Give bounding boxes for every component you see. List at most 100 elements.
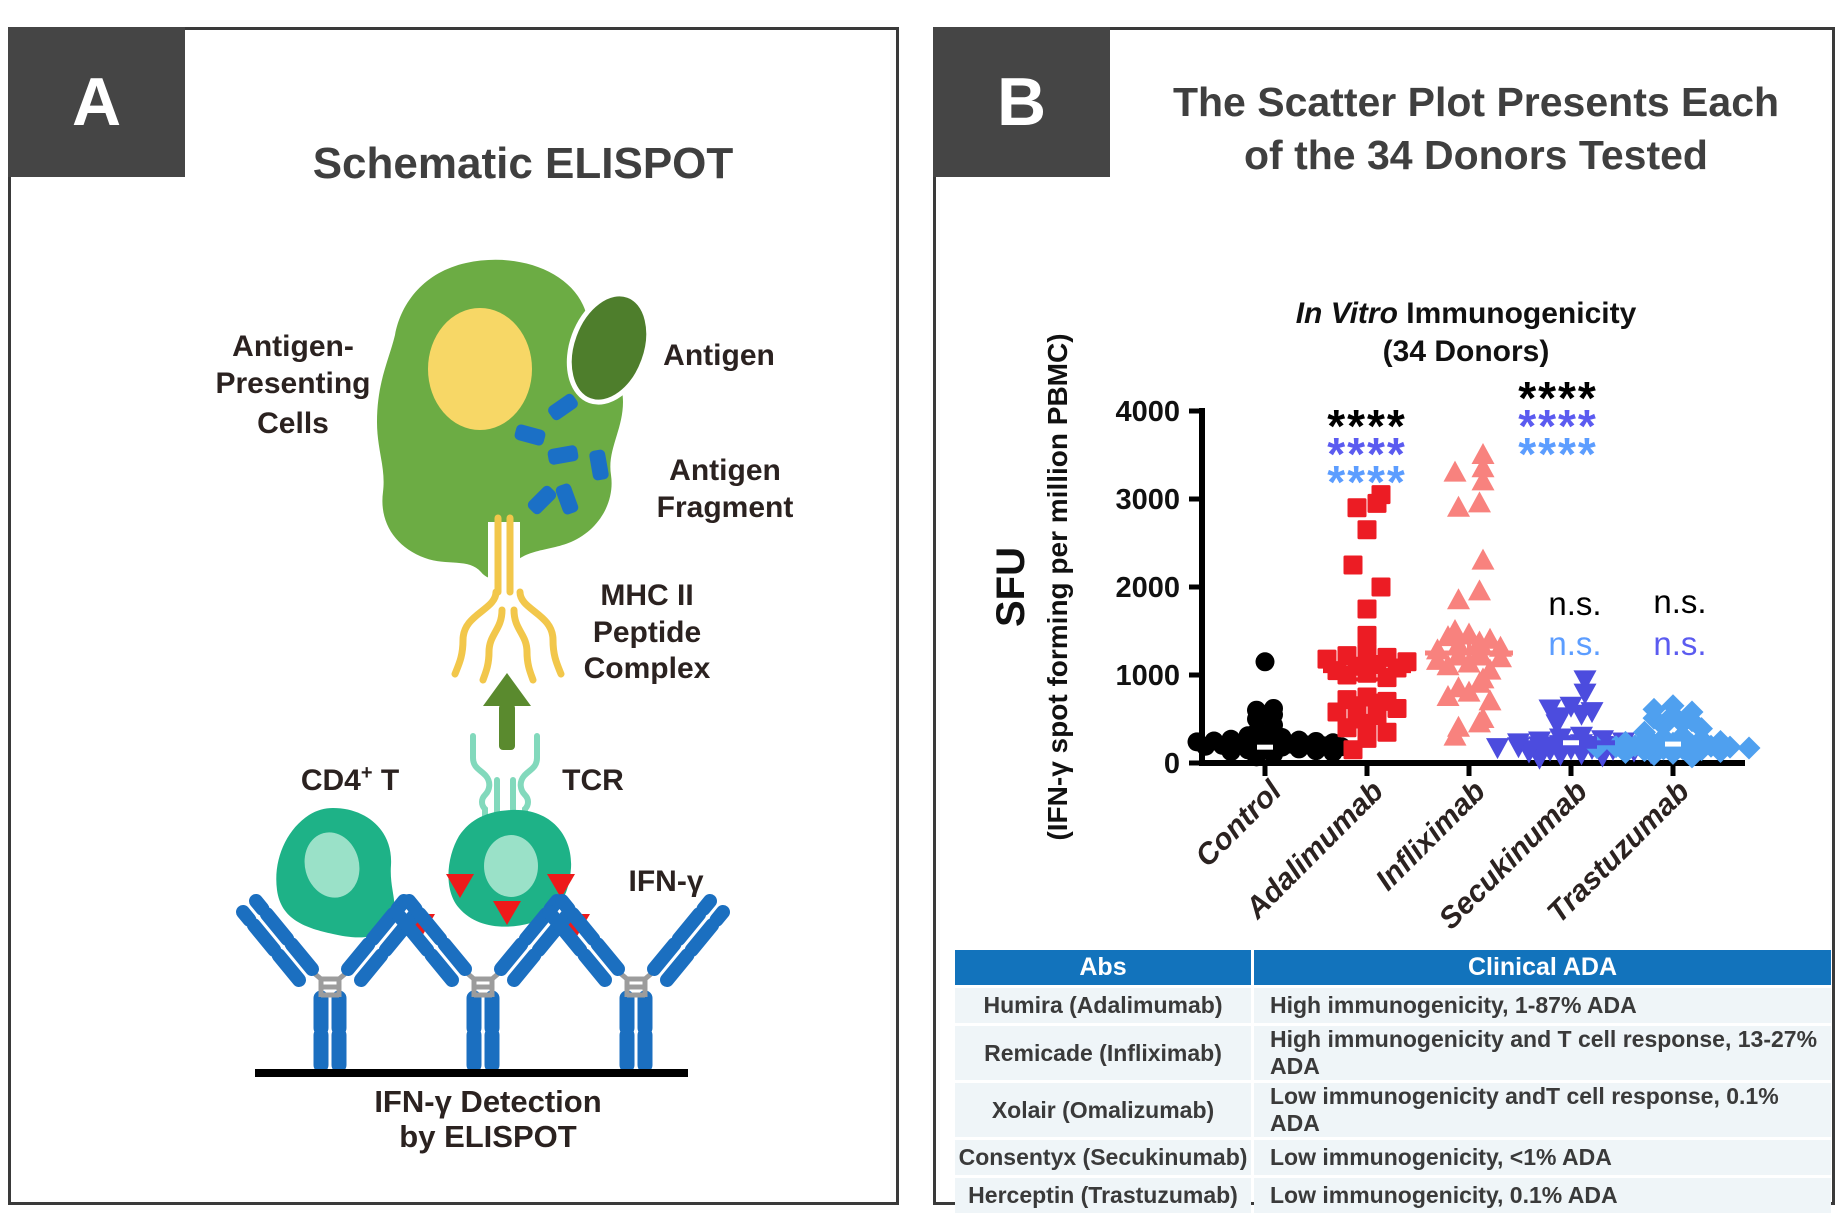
- scatter-point: [1642, 697, 1666, 721]
- scatter-point: [1317, 649, 1337, 669]
- cd4-t-cell-left-nucleus: [304, 832, 360, 898]
- significance-annotation: n.s.: [1548, 585, 1601, 622]
- scatter-point: [1357, 520, 1377, 540]
- ada-table-cell: Low immunogenicity, <1% ADA: [1254, 1140, 1831, 1175]
- scatter-point: [1471, 707, 1495, 728]
- elispot-membrane-line: [255, 1069, 688, 1077]
- mhc-ii-complex-shape: [451, 514, 565, 684]
- scatter-point: [1371, 577, 1391, 597]
- mhc-label-line3: Complex: [584, 652, 711, 685]
- scatter-point: [1371, 485, 1391, 505]
- scatter-point: [1187, 732, 1207, 752]
- scatter-point: [1357, 728, 1377, 748]
- ada-table-header-cell: Clinical ADA: [1254, 950, 1831, 985]
- scatter-point: [1478, 658, 1502, 680]
- scatter-point: [1573, 670, 1597, 692]
- ada-table-row: Remicade (Infliximab)High immunogenicity…: [955, 1026, 1831, 1080]
- panel-b: B The Scatter Plot Presents Each of the …: [933, 27, 1835, 1213]
- scatter-point: [1471, 443, 1495, 464]
- y-tick-label: 0: [1164, 748, 1180, 780]
- scatter-point: [1661, 694, 1685, 718]
- scatter-point: [1471, 456, 1495, 478]
- presentation-arrow: [483, 673, 531, 750]
- scatter-point: [1306, 731, 1326, 751]
- ada-table-row: Herceptin (Trastuzumab)Low immunogenicit…: [955, 1178, 1831, 1213]
- antigen-fragment-label-line2: Fragment: [657, 491, 794, 524]
- significance-annotation: ****: [1518, 428, 1598, 480]
- scatter-point: [1247, 700, 1266, 720]
- scatter-point: [1443, 460, 1467, 482]
- scatter-point: [1471, 469, 1495, 491]
- scatter-point: [1507, 733, 1530, 755]
- scatter-plot: The Scatter Plot Presents Each of the 34…: [989, 79, 1779, 936]
- scatter-point: [1737, 736, 1761, 760]
- y-tick-label: 3000: [1115, 484, 1180, 516]
- scatter-point: [1447, 495, 1470, 517]
- apc-label-line3: Cells: [257, 407, 329, 440]
- scatter-point: [1680, 700, 1704, 724]
- apc-nucleus: [428, 308, 532, 430]
- ada-table-cell: High immunogenicity and T cell response,…: [1254, 1026, 1831, 1080]
- significance-annotation: ****: [1518, 400, 1598, 452]
- panel-b-title-line2: of the 34 Donors Tested: [1244, 132, 1708, 178]
- significance-annotation: ****: [1327, 400, 1407, 452]
- mhc-label-line2: Peptide: [593, 616, 701, 649]
- antigen-fragment-label-line1: Antigen: [669, 454, 781, 487]
- scatter-point: [1559, 696, 1583, 718]
- ada-table-cell: High immunogenicity, 1-87% ADA: [1254, 988, 1831, 1023]
- y-tick-label: 2000: [1115, 572, 1180, 604]
- scatter-point: [1337, 690, 1357, 710]
- scatter-point: [1478, 689, 1502, 711]
- y-tick-label: 1000: [1115, 660, 1180, 692]
- scatter-point: [1357, 643, 1377, 663]
- panel-a: A Schematic ELISPOT: [8, 27, 899, 1205]
- elispot-schematic-diagram: Schematic ELISPOT: [215, 139, 794, 1154]
- scatter-point: [1549, 707, 1572, 729]
- scatter-point: [1468, 491, 1491, 513]
- scatter-point: [1255, 652, 1275, 672]
- panel-a-label: A: [8, 27, 185, 177]
- panel-b-title-line1: The Scatter Plot Presents Each: [1173, 79, 1779, 125]
- scatter-point: [1357, 687, 1377, 707]
- cd4-t-label: CD4+ T: [301, 762, 399, 797]
- ada-table-cell: Consentyx (Secukinumab): [955, 1140, 1251, 1175]
- scatter-point: [1221, 729, 1241, 749]
- caption-line2: by ELISPOT: [399, 1119, 576, 1154]
- tcr-label: TCR: [562, 764, 624, 797]
- mhc-label-line1: MHC II: [600, 579, 693, 612]
- ada-table-row: Xolair (Omalizumab)Low immunogenicity an…: [955, 1083, 1831, 1137]
- significance-annotation: n.s.: [1653, 583, 1706, 620]
- scatter-point: [1580, 702, 1604, 724]
- y-tick-label: 4000: [1115, 396, 1180, 428]
- significance-annotation: ****: [1327, 456, 1407, 508]
- panel-b-label: B: [933, 27, 1110, 177]
- ada-table-cell: Herceptin (Trastuzumab): [955, 1178, 1251, 1213]
- scatter-point: [1204, 731, 1224, 751]
- y-axis-label-main: SFU: [989, 547, 1033, 627]
- scatter-point: [1447, 676, 1470, 698]
- antigen-oval: [566, 291, 652, 405]
- scatter-point: [1614, 730, 1637, 754]
- scatter-point: [1517, 742, 1541, 764]
- scatter-point: [1247, 722, 1266, 742]
- ada-table-cell: Low immunogenicity, 0.1% ADA: [1254, 1178, 1831, 1213]
- scatter-point: [1538, 699, 1562, 721]
- scatter-point: [1397, 652, 1417, 672]
- ada-table-cell: Low immunogenicity andT cell response, 0…: [1254, 1083, 1831, 1137]
- apc-label-line2: Presenting: [215, 367, 370, 400]
- significance-annotation: ****: [1518, 372, 1598, 424]
- scatter-point: [1343, 555, 1363, 575]
- scatter-point: [1573, 683, 1597, 705]
- chart-subtitle: (34 Donors): [1383, 335, 1550, 368]
- y-axis-label-sub: (IFN-γ spot forming per million PBMC): [1042, 333, 1073, 840]
- scatter-point: [1323, 733, 1343, 753]
- scatter-point: [1357, 599, 1377, 619]
- scatter-point: [1633, 720, 1656, 744]
- scatter-point: [1447, 715, 1470, 737]
- apc-label-line1: Antigen-: [232, 330, 354, 363]
- ada-table-cell: Xolair (Omalizumab): [955, 1083, 1251, 1137]
- antigen-fragments: [514, 393, 609, 515]
